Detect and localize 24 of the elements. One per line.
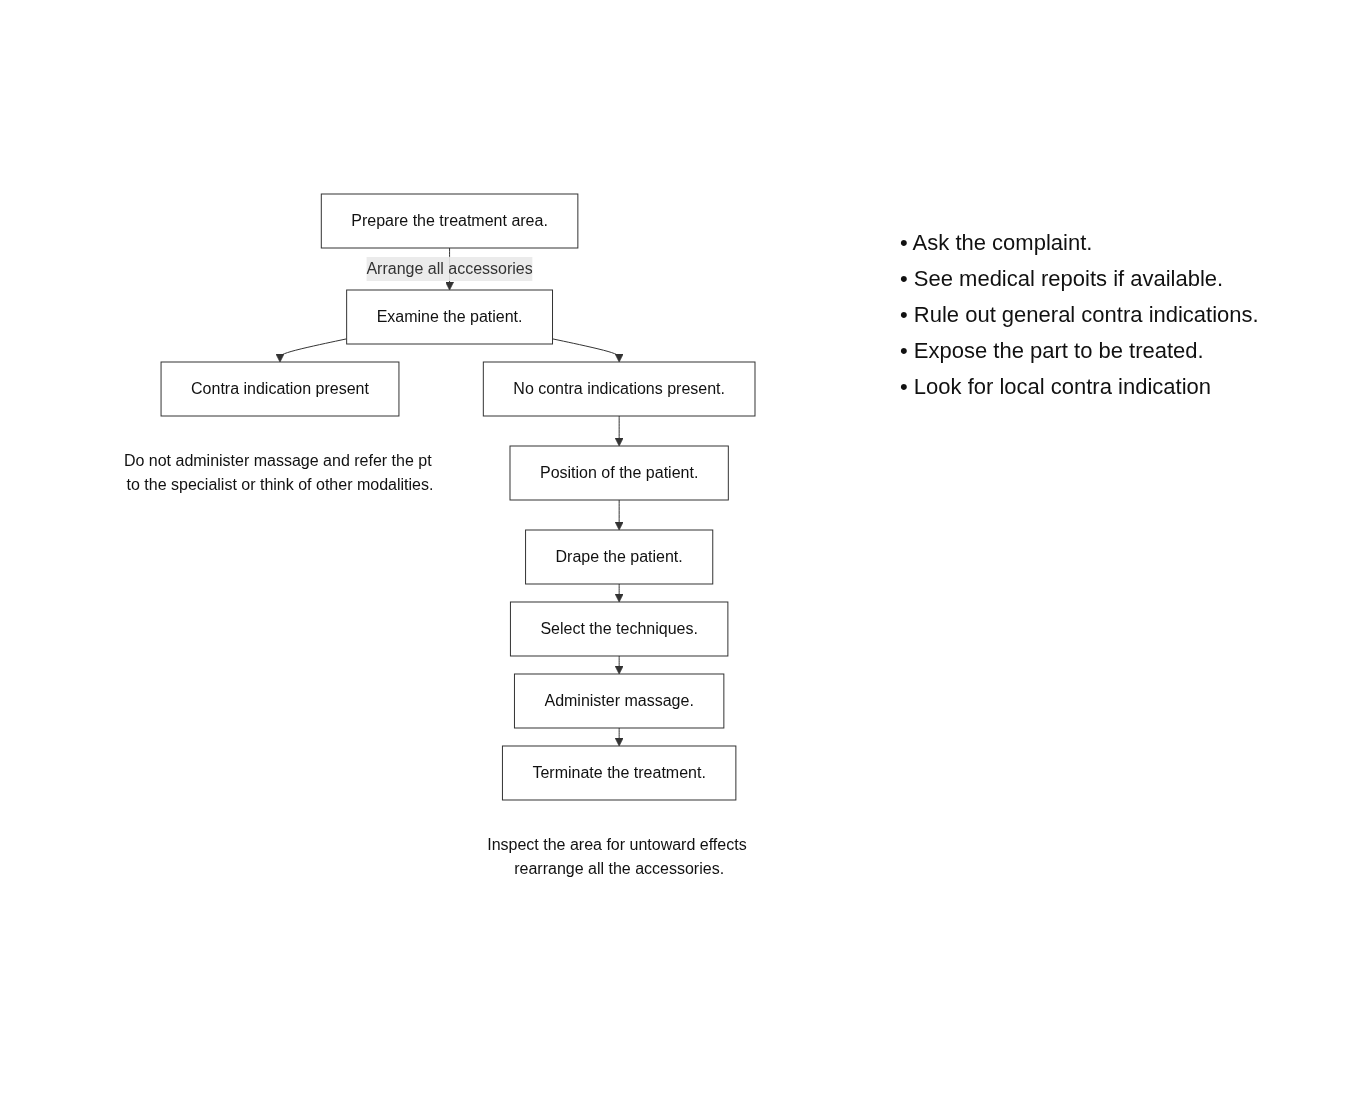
node-box: Terminate the treatment. [502, 745, 737, 801]
node-box: No contra indications present. [483, 361, 756, 417]
node-box: Examine the patient. [346, 289, 554, 345]
bullet-note: • Rule out general contra indications. [900, 302, 1259, 328]
node-box: Prepare the treatment area. [321, 193, 579, 249]
bullet-note: • Look for local contra indication [900, 374, 1212, 400]
node-label: Inspect the area for untoward effects rearrange all the accessories. [487, 836, 748, 877]
arrow [615, 583, 624, 603]
bullet-note: • Expose the part to be treated. [900, 338, 1205, 364]
edge-label: Arrange all accessories [366, 260, 534, 277]
arrow [615, 499, 624, 531]
arrow [615, 727, 624, 747]
node-box: Position of the patient. [509, 445, 730, 501]
node-box: Administer massage. [514, 673, 725, 729]
arrow [615, 655, 624, 675]
node-box: Drape the patient. [525, 529, 714, 585]
arrow [276, 338, 348, 363]
node-label: Do not administer massage and refer the pt to the specialist or think of other modalities. [124, 452, 434, 493]
bullet-note: • Ask the complaint. [900, 230, 1094, 256]
arrow [615, 415, 624, 447]
arrow [552, 338, 624, 363]
bullet-note: • See medical repoits if available. [900, 266, 1225, 292]
node-box: Contra indication present [161, 361, 400, 417]
node-box: Select the techniques. [510, 601, 729, 657]
